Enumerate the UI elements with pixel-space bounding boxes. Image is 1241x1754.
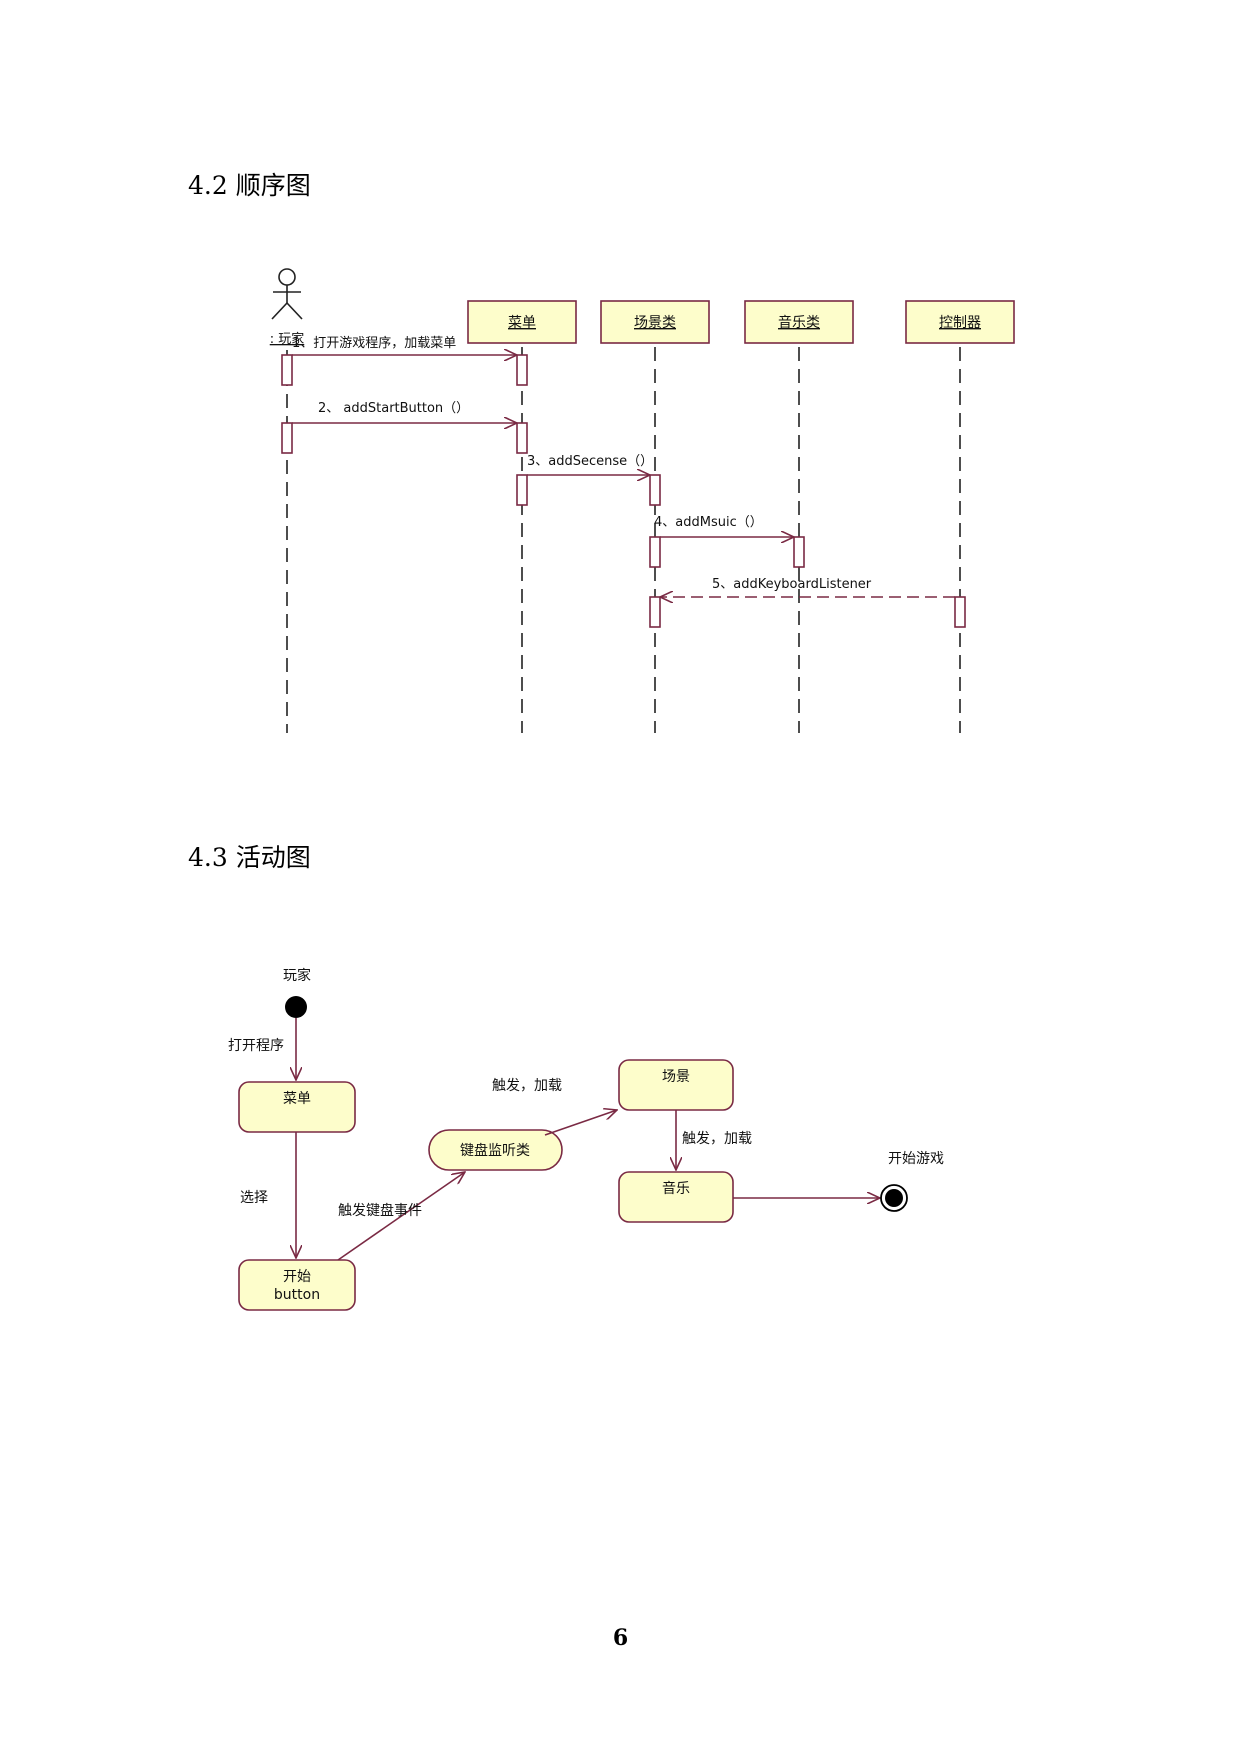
end-label: 开始游戏: [888, 1151, 944, 1167]
transition-trigger-key-event: [337, 1172, 465, 1261]
final-node-dot-icon: [885, 1189, 903, 1207]
state-start-button: [238, 1259, 356, 1311]
object-label-menu: 菜单: [508, 315, 536, 331]
object-label-music: 音乐类: [778, 314, 820, 331]
object-label-controller: 控制器: [939, 315, 981, 331]
page-number: 6: [612, 1625, 629, 1651]
state-label-start-line2: button: [274, 1287, 320, 1303]
state-scene: [618, 1059, 734, 1111]
section-heading-activity: 4.3 活动图: [188, 843, 311, 872]
object-box-menu: [467, 300, 577, 344]
transition-label-trigger-load-1: 触发，加载: [492, 1078, 562, 1094]
state-label-keyboard-listener: 键盘监听类: [460, 1142, 530, 1159]
activation-menu-3: [516, 474, 528, 506]
state-label-menu: 菜单: [283, 1091, 311, 1107]
start-label: 玩家: [283, 967, 311, 984]
state-label-music: 音乐: [662, 1180, 690, 1197]
actor-figure-icon: [271, 268, 303, 320]
message-label-2: 2、 addStartButton（）: [318, 401, 469, 416]
transition-label-trigger-key-event: 触发键盘事件: [338, 1202, 422, 1219]
message-label-4: 4、addMsuic（）: [654, 515, 763, 530]
activation-music-1: [793, 536, 805, 568]
state-label-start-line1: 开始: [283, 1269, 311, 1285]
transition-trigger-load-1: [544, 1110, 617, 1136]
transition-label-open: 打开程序: [228, 1037, 284, 1054]
state-keyboard-listener: [428, 1129, 563, 1171]
state-menu: [238, 1081, 356, 1133]
object-label-scene: 场景类: [634, 315, 676, 331]
message-label-3: 3、addSecense（）: [527, 454, 653, 469]
sequence-diagram: : 玩家 菜单 场景类 音乐类 控制器 1、打开游戏程序，加载菜单 2、 add…: [270, 268, 1015, 733]
state-label-scene: 场景: [662, 1069, 690, 1085]
actor-label: : 玩家: [270, 331, 305, 347]
object-box-music: [744, 300, 854, 344]
transition-label-select: 选择: [240, 1190, 268, 1206]
section-heading-sequence: 4.2 顺序图: [188, 171, 311, 200]
activation-scene-1: [649, 474, 661, 506]
state-music: [618, 1171, 734, 1223]
activation-scene-2: [649, 536, 661, 568]
activation-scene-3: [649, 596, 661, 628]
activation-menu-2: [516, 422, 528, 454]
message-label-1: 1、打开游戏程序，加载菜单: [292, 336, 456, 351]
transition-label-trigger-load-2: 触发，加载: [682, 1131, 752, 1147]
object-box-controller: [905, 300, 1015, 344]
initial-node-icon: [285, 996, 307, 1018]
activation-actor-2: [281, 422, 293, 454]
activation-menu-1: [516, 354, 528, 386]
object-box-scene: [600, 300, 710, 344]
message-label-5: 5、addKeyboardListener: [712, 577, 872, 592]
activity-diagram: 玩家 打开程序 菜单 选择 开始 button 触发键盘事件 键盘监听类 触发，…: [228, 967, 944, 1311]
activation-controller-1: [954, 596, 966, 628]
activation-actor-1: [281, 354, 293, 386]
